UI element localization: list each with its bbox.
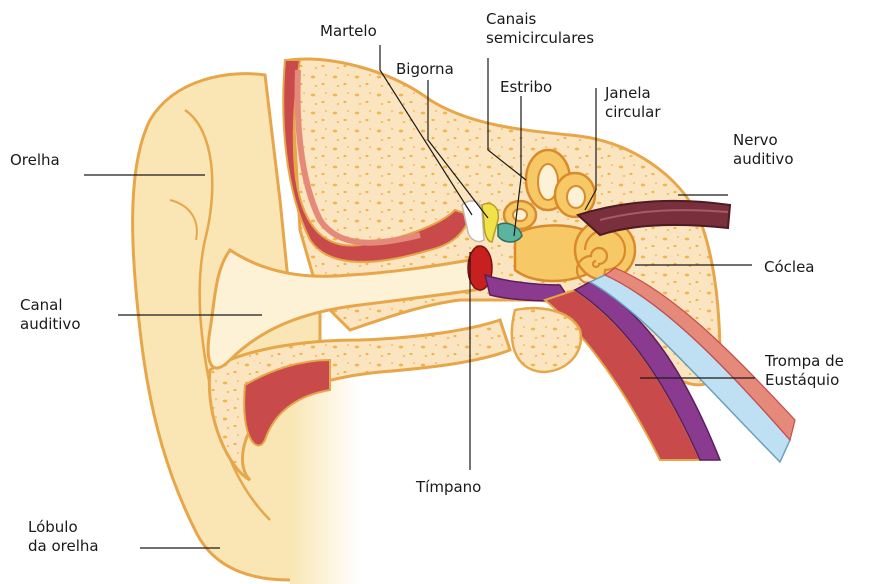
label-orelha: Orelha <box>10 151 60 170</box>
label-janela-circular: Janela circular <box>605 84 661 122</box>
label-bigorna: Bigorna <box>396 60 454 79</box>
label-timpano: Tímpano <box>416 478 481 497</box>
label-martelo: Martelo <box>320 22 377 41</box>
label-coclea: Cóclea <box>764 258 815 277</box>
label-canal-auditivo: Canal auditivo <box>20 296 81 334</box>
label-lobulo-orelha: Lóbulo da orelha <box>28 518 99 556</box>
label-nervo-auditivo: Nervo auditivo <box>733 131 794 169</box>
label-canais-semicirculares: Canais semicirculares <box>486 10 594 48</box>
label-trompa-eustaquio: Trompa de Eustáquio <box>765 352 844 390</box>
label-estribo: Estribo <box>500 78 552 97</box>
